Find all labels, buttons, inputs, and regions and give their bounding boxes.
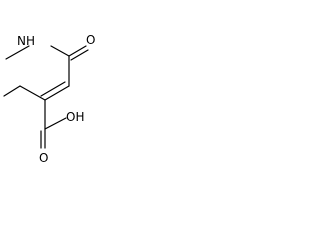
bond-methyl-n bbox=[5, 45, 30, 60]
atom-nh: NH bbox=[17, 34, 35, 48]
bond-amide-co-1 bbox=[68, 45, 87, 57]
bond-acid-oh bbox=[44, 117, 67, 130]
atom-oh: OH bbox=[66, 110, 84, 124]
atom-o-amide: O bbox=[86, 33, 95, 47]
bond-ch2-ch3 bbox=[3, 85, 21, 97]
structure-diagram: NH O OH O bbox=[3, 33, 95, 165]
bond-alkene-1 bbox=[44, 85, 70, 101]
atom-labels: NH O OH O bbox=[17, 33, 95, 165]
bond-alkene-2 bbox=[40, 81, 66, 97]
bond-amide-co-2 bbox=[70, 49, 89, 61]
bond-c-ch2 bbox=[19, 85, 46, 101]
bonds bbox=[3, 45, 89, 149]
bond-n-carbonyl bbox=[50, 45, 70, 57]
atom-o-acid: O bbox=[39, 151, 48, 165]
